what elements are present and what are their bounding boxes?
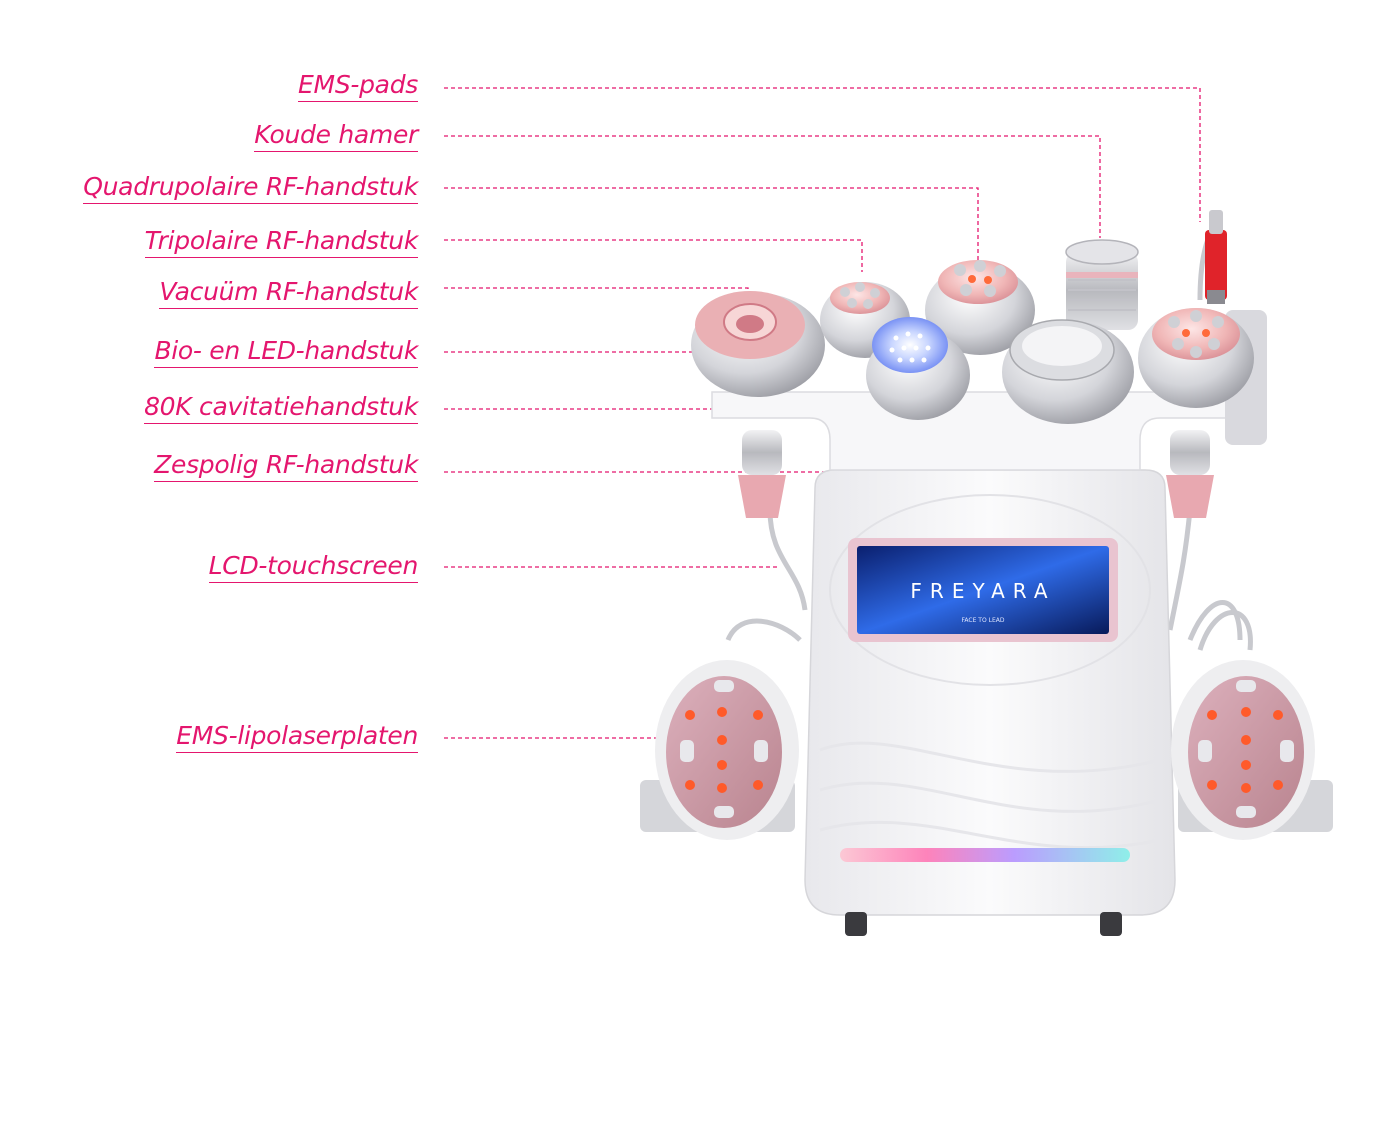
leader-vacuum-rf [444, 287, 749, 296]
label-multipolar-rf: Zespolig RF-handstuk [154, 450, 418, 482]
lipolaser-plate-left [640, 660, 799, 840]
leader-tripolar-rf [444, 239, 863, 272]
lipolaser-plate-right [1171, 660, 1333, 840]
label-ems-pads: EMS-pads [298, 70, 418, 102]
cavitation-80k-handpiece [1002, 319, 1134, 424]
bio-led-handpiece [866, 317, 970, 420]
label-bio-led: Bio- en LED-handstuk [154, 336, 418, 368]
handpiece-tray [711, 391, 1259, 471]
label-cold-hammer: Koude hamer [254, 120, 418, 152]
label-quadrupolar-rf: Quadrupolaire RF-handstuk [83, 172, 418, 204]
body-waves [819, 741, 1161, 850]
multipolar-rf-handpiece [1138, 308, 1254, 408]
lcd-screen [857, 546, 1109, 634]
label-ems-lipolaser-plates: EMS-lipolaserplaten [176, 721, 418, 753]
foot-left [845, 912, 867, 936]
leader-quadrupolar-rf [444, 187, 979, 262]
foot-right [1100, 912, 1122, 936]
side-handpiece-right [1166, 430, 1214, 518]
vacuum-rf-handpiece [691, 291, 825, 397]
label-lcd-touchscreen: LCD-touchscreen [208, 551, 418, 583]
quadrupolar-rf-handpiece [925, 260, 1035, 355]
label-tripolar-rf: Tripolaire RF-handstuk [144, 226, 418, 258]
ems-pads-connector [1205, 210, 1227, 304]
side-handpiece-left [738, 430, 786, 518]
led-strip [840, 848, 1130, 862]
leader-ems-pads [444, 87, 1201, 222]
screen-tagline: FACE TO LEAD [962, 617, 1005, 624]
label-vacuum-rf: Vacuüm RF-handstuk [159, 277, 418, 309]
screen-bezel-ring [829, 494, 1151, 686]
cold-hammer-handpiece [1065, 239, 1139, 330]
label-cavitation-80k: 80K cavitatiehandstuk [144, 392, 418, 424]
screen-brand: FREYARA [910, 579, 1055, 603]
leader-cold-hammer [444, 135, 1101, 238]
